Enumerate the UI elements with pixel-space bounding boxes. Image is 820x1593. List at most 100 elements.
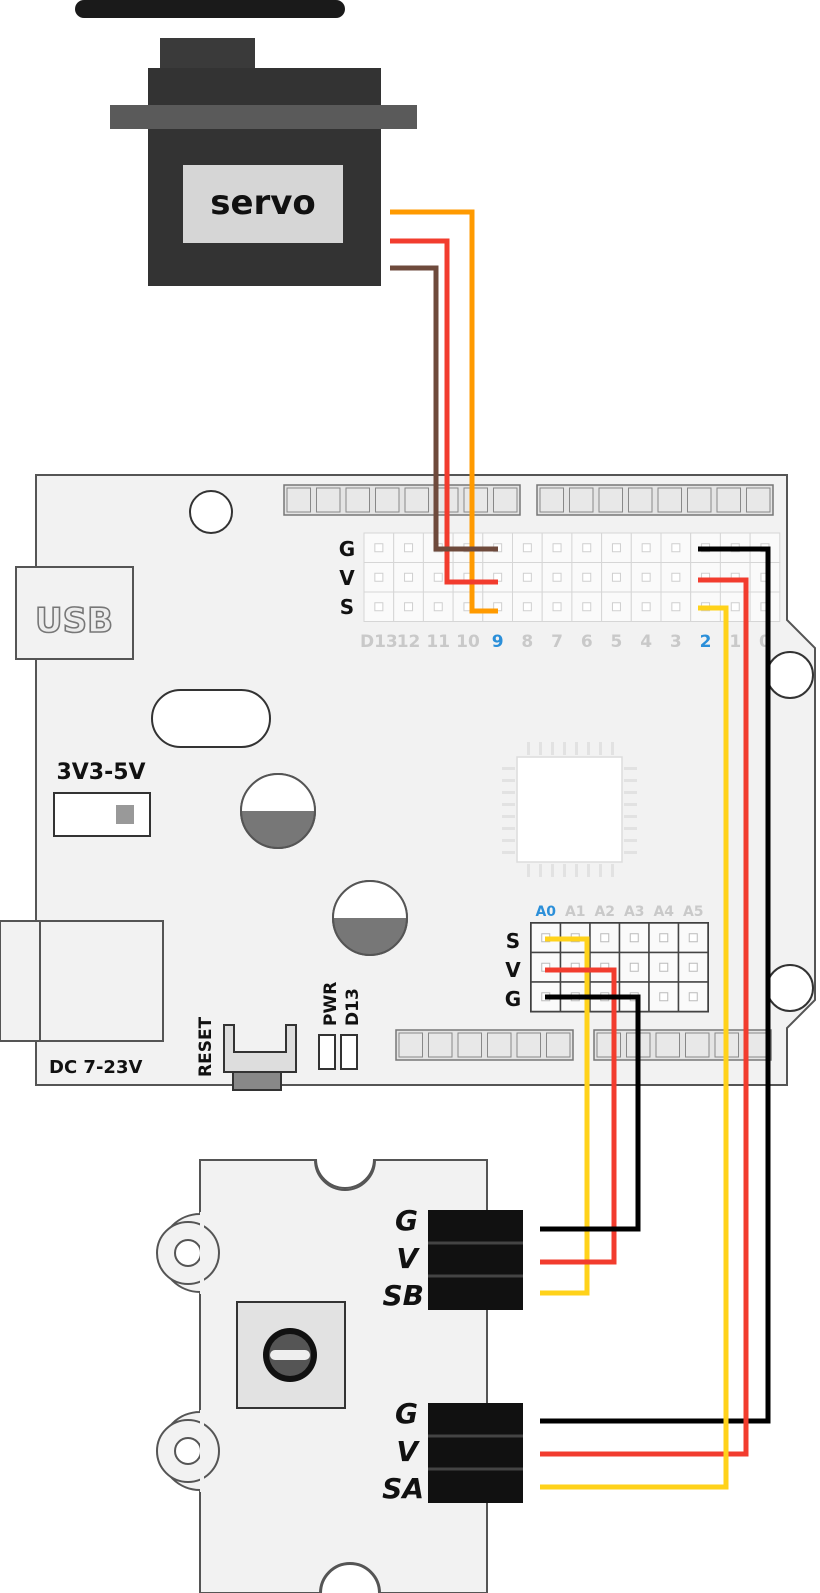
chip-pin (502, 815, 515, 818)
module-bottom-patch (200, 1410, 204, 1492)
digital-pin-label: 8 (521, 632, 533, 652)
connector-a-label-sa: SA (382, 1472, 424, 1505)
wire-a0-ground-black (540, 994, 641, 1232)
analog-pin-label: A0 (535, 904, 556, 920)
microcontroller-chip (502, 742, 637, 877)
chip-pin (575, 864, 578, 877)
header-cell (598, 487, 623, 513)
digital-pin-pad (671, 602, 681, 612)
header-cell (493, 487, 518, 513)
analog-pin-pad (659, 992, 669, 1002)
connector-a-label-v: V (396, 1435, 420, 1468)
wire-d2-signal-yellow (540, 605, 729, 1490)
chip-pin (502, 839, 515, 842)
header-cell (687, 487, 712, 513)
digital-pin-pad (582, 543, 592, 553)
header-cell (546, 1032, 571, 1058)
reset-label: RESET (196, 1016, 216, 1077)
digital-pin-cell (630, 591, 662, 622)
connector-b-label-g: G (395, 1204, 418, 1237)
digital-pin-pad (404, 572, 414, 582)
header-cell (457, 1032, 482, 1058)
d13-led (340, 1034, 358, 1070)
chip-pin (624, 767, 637, 770)
digital-pin-pad (671, 572, 681, 582)
power-switch-label: 3V3-5V (56, 760, 145, 785)
chip-pin (624, 803, 637, 806)
digital-pin-pad (671, 543, 681, 553)
chip-pin (624, 839, 637, 842)
analog-pin-label: A2 (594, 904, 615, 920)
chip-pin (624, 791, 637, 794)
digital-pin-label: 3 (670, 632, 682, 652)
header-cell (716, 487, 741, 513)
connector-a (428, 1403, 523, 1503)
analog-pin-pad (600, 933, 610, 943)
digital-pin-pad (582, 602, 592, 612)
analog-pin-pad (629, 933, 639, 943)
top-header-right (536, 484, 774, 516)
chip-pin (539, 864, 542, 877)
d13-led-label: D13 (343, 988, 363, 1026)
header-cell (345, 487, 370, 513)
chip-pin (527, 742, 530, 755)
analog-pin-label: A3 (624, 904, 645, 920)
header-cell (539, 487, 564, 513)
chip-pin (502, 767, 515, 770)
usb-port (15, 566, 134, 660)
digital-pin-pad (611, 543, 621, 553)
digital-pin-pad (404, 543, 414, 553)
analog-row-label-v: V (505, 958, 521, 982)
connector-b (428, 1210, 523, 1310)
oval-pad (151, 689, 271, 748)
reset-button (223, 1024, 297, 1091)
chip-pin (575, 742, 578, 755)
digital-pin-cell (541, 591, 573, 622)
analog-row-label-s: S (506, 929, 520, 953)
wire-d2-ground-black (540, 546, 771, 1424)
servo-horn (75, 0, 345, 18)
analog-pin-pad (659, 962, 669, 972)
chip-pin (502, 827, 515, 830)
header-cell (685, 1032, 710, 1058)
digital-pin-label: 10 (456, 632, 480, 652)
header-cell (569, 487, 594, 513)
digital-pin-pad (374, 602, 384, 612)
knob-module: G V SB G V SA (156, 1158, 523, 1593)
chip-pin (611, 864, 614, 877)
wire-servo-power-red (390, 238, 498, 585)
digital-pin-pad (522, 572, 532, 582)
digital-pin-pad (552, 572, 562, 582)
pwr-led-label: PWR (321, 982, 341, 1026)
digital-pin-pad (522, 602, 532, 612)
analog-pin-label: A4 (653, 904, 674, 920)
header-cell (516, 1032, 541, 1058)
header-cell (398, 1032, 423, 1058)
digital-pin-label: 4 (640, 632, 652, 652)
digital-pin-grid (363, 532, 781, 622)
digital-pin-pad (374, 543, 384, 553)
digital-pin-pad (730, 602, 740, 612)
wire-a0-power-red (540, 967, 617, 1265)
digital-pin-pad (404, 602, 414, 612)
digital-pin-label: 7 (551, 632, 563, 652)
digital-row-label-v: V (339, 566, 355, 590)
chip-pin (587, 864, 590, 877)
servo-label: servo (210, 183, 316, 223)
digital-pin-pad (611, 572, 621, 582)
chip-pin (599, 864, 602, 877)
chip-pin (624, 779, 637, 782)
power-switch (53, 792, 151, 837)
header-strip (395, 1029, 574, 1061)
analog-pin-label: A5 (683, 904, 704, 920)
connector-b-label-sb: SB (382, 1279, 424, 1312)
header-cell (375, 487, 400, 513)
digital-row-label-g: G (339, 537, 355, 561)
module-hole-bottom-inner (174, 1437, 202, 1465)
header-cell (404, 487, 429, 513)
digital-pin-pad (552, 543, 562, 553)
servo-mount-tab (110, 105, 417, 129)
digital-pin-label: 1 (729, 632, 741, 652)
potentiometer-slot (270, 1350, 310, 1360)
